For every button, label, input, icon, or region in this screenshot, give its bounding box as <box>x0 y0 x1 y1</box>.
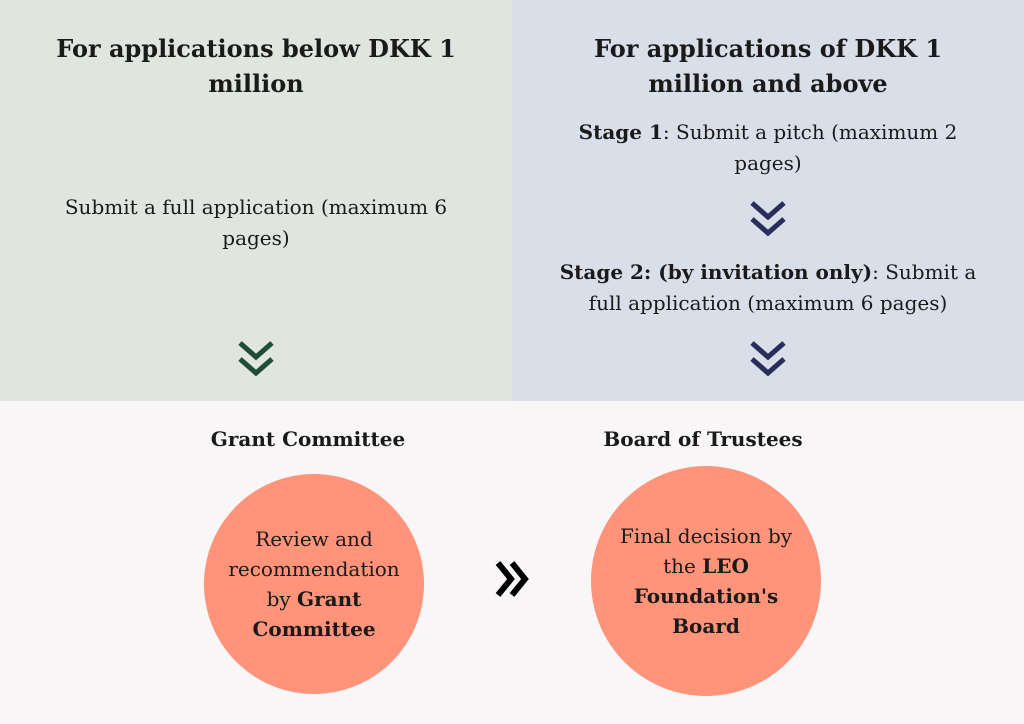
board-circle-bold: LEO Foundation's Board <box>633 554 779 638</box>
decision-section <box>0 401 1024 724</box>
double-chevron-right-icon <box>494 559 530 599</box>
stage-1-text: Stage 1: Submit a pitch (maximum 2 pages… <box>558 117 978 179</box>
grant-committee-circle: Review and recommendation by Grant Commi… <box>204 474 424 694</box>
stage-2-description: : Submit a full application (maximum 6 p… <box>588 260 977 315</box>
board-decision-circle: Final decision by the LEO Foundation's B… <box>591 466 821 696</box>
double-chevron-down-icon <box>748 200 788 238</box>
double-chevron-down-icon <box>236 340 276 378</box>
left-panel: For applications below DKK 1 million Sub… <box>0 0 512 401</box>
double-chevron-down-icon <box>748 340 788 378</box>
stage-1-description: : Submit a pitch (maximum 2 pages) <box>662 120 958 175</box>
left-panel-heading: For applications below DKK 1 million <box>56 34 456 98</box>
left-panel-text: Submit a full application (maximum 6 pag… <box>64 195 448 250</box>
stage-2-text: Stage 2: (by invitation only): Submit a … <box>548 257 988 319</box>
grant-committee-circle-text: Review and recommendation by Grant Commi… <box>228 527 400 641</box>
right-panel: For applications of DKK 1 million and ab… <box>512 0 1024 401</box>
stage-1-label: Stage 1 <box>578 120 663 144</box>
stage-2-label: Stage 2: (by invitation only) <box>559 260 873 284</box>
board-of-trustees-title: Board of Trustees <box>603 427 803 451</box>
right-panel-heading: For applications of DKK 1 million and ab… <box>593 34 943 98</box>
board-circle-text: Final decision by the LEO Foundation's B… <box>619 524 793 638</box>
grant-committee-title: Grant Committee <box>210 427 406 451</box>
grant-committee-circle-bold: Grant Committee <box>252 587 376 641</box>
